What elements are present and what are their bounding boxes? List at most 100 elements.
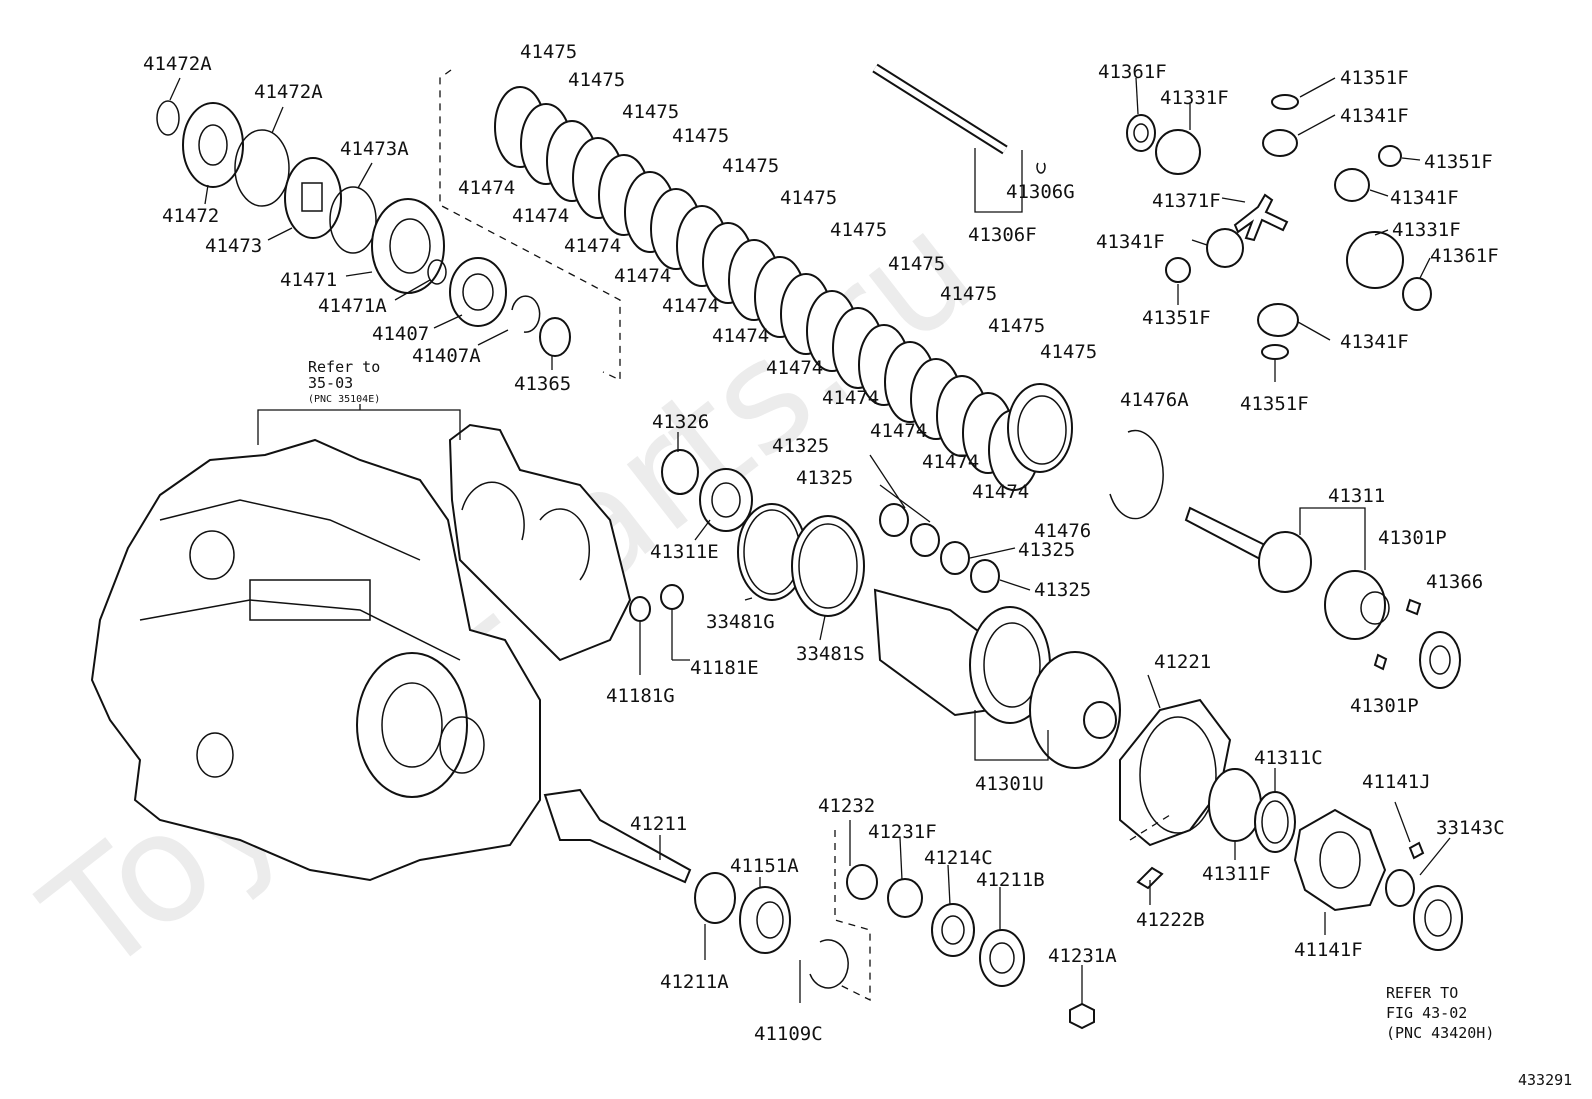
diagram-id: 433291 (1518, 1071, 1572, 1089)
label-41311f: 41311F (1202, 863, 1271, 885)
label-41301u: 41301U (975, 773, 1044, 795)
seal-41472 (182, 102, 244, 188)
snap-ring-41109c (809, 939, 849, 989)
label-41351f-3: 41351F (1142, 307, 1211, 329)
note-refer-top-1: Refer to (308, 358, 380, 376)
bottom-parts (543, 788, 1095, 1030)
gear-41407-hub (462, 273, 494, 311)
washer-41365 (539, 317, 571, 357)
label-41141j: 41141J (1362, 771, 1431, 793)
label-41306f: 41306F (968, 224, 1037, 246)
label-41474-6: 41474 (712, 325, 769, 347)
bearing-41311f (1208, 768, 1262, 842)
label-41231a: 41231A (1048, 945, 1117, 967)
shaft-41306f (872, 63, 1046, 213)
label-41475-7: 41475 (830, 219, 887, 241)
label-41211: 41211 (630, 813, 687, 835)
shaft-41211 (543, 788, 692, 884)
label-41474-7: 41474 (766, 357, 823, 379)
leader-lines (169, 77, 1451, 1004)
label-33481g: 33481G (706, 611, 775, 633)
label-41331f-1: 41331F (1160, 87, 1229, 109)
label-41325-1: 41325 (772, 435, 829, 457)
output-assembly (873, 588, 1463, 951)
label-33481s: 33481S (796, 643, 865, 665)
seal-41472-bore (198, 124, 228, 166)
label-41222b: 41222B (1136, 909, 1205, 931)
label-41326: 41326 (652, 411, 709, 433)
note-refer-top-3: (PNC 35104E) (308, 394, 380, 405)
label-41474-11: 41474 (972, 481, 1029, 503)
label-41151a: 41151A (730, 855, 799, 877)
label-41214c: 41214C (924, 847, 993, 869)
gear-41407 (449, 257, 507, 327)
seal-41326 (661, 449, 699, 495)
label-41109c: 41109C (754, 1023, 823, 1045)
plate-41473 (284, 157, 342, 239)
label-41325-2: 41325 (796, 467, 853, 489)
label-41351f-2: 41351F (1424, 151, 1493, 173)
seal-41311e (699, 468, 753, 532)
label-41475-10: 41475 (988, 315, 1045, 337)
label-41475-8: 41475 (888, 253, 945, 275)
label-41475-5: 41475 (722, 155, 779, 177)
label-41475-4: 41475 (672, 125, 729, 147)
label-41141f: 41141F (1294, 939, 1363, 961)
label-41301p-1: 41301P (1378, 527, 1447, 549)
label-41474-4: 41474 (614, 265, 671, 287)
label-41371f: 41371F (1152, 190, 1221, 212)
label-41471: 41471 (280, 269, 337, 291)
label-41475-3: 41475 (622, 101, 679, 123)
middle-parts (629, 449, 1000, 622)
o-ring-41472a-small (156, 100, 180, 136)
label-41341f-2: 41341F (1390, 187, 1459, 209)
label-41351f-4: 41351F (1240, 393, 1309, 415)
label-41472: 41472 (162, 205, 219, 227)
label-41361f-1: 41361F (1098, 61, 1167, 83)
label-41474-3: 41474 (564, 235, 621, 257)
label-41325-3: 41325 (1018, 539, 1075, 561)
plate-41473-square (301, 182, 323, 212)
label-41311e: 41311E (650, 541, 719, 563)
label-41331f-2: 41331F (1392, 219, 1461, 241)
bearing-stack-group (156, 100, 571, 357)
note-refer-bottom-2: FIG 43-02 (1386, 1004, 1467, 1022)
label-41475-2: 41475 (568, 69, 625, 91)
label-41471a: 41471A (318, 295, 387, 317)
label-41351f-1: 41351F (1340, 67, 1409, 89)
label-41474-5: 41474 (662, 295, 719, 317)
label-41365: 41365 (514, 373, 571, 395)
shaft-41311-group (1184, 506, 1461, 689)
label-41341f-3: 41341F (1096, 231, 1165, 253)
o-ring-41473a (329, 186, 377, 254)
label-41475-1: 41475 (520, 41, 577, 63)
washer-41181g (629, 596, 651, 622)
clutch-pack (494, 86, 1164, 520)
label-41311: 41311 (1328, 485, 1385, 507)
label-41211a: 41211A (660, 971, 729, 993)
label-41232: 41232 (818, 795, 875, 817)
label-41407: 41407 (372, 323, 429, 345)
bearing-41471-inner (389, 218, 431, 274)
label-41475-9: 41475 (940, 283, 997, 305)
label-41476: 41476 (1034, 520, 1091, 542)
bearing-41471 (371, 198, 445, 294)
part-labels: 41472A 41472A 41472 41473A 41473 41471 4… (143, 41, 1572, 1089)
carrier-flange (1029, 651, 1121, 769)
label-41221: 41221 (1154, 651, 1211, 673)
note-refer-bottom-3: (PNC 43420H) (1386, 1024, 1494, 1042)
label-41301p-2: 41301P (1350, 695, 1419, 717)
ring-33481s (791, 515, 865, 617)
bolt-41222b (1136, 866, 1164, 890)
label-41472a-1: 41472A (143, 53, 212, 75)
label-41475-11: 41475 (1040, 341, 1097, 363)
label-41361f-2: 41361F (1430, 245, 1499, 267)
label-41181g: 41181G (606, 685, 675, 707)
label-41366: 41366 (1426, 571, 1483, 593)
label-41474-8: 41474 (822, 387, 879, 409)
bolt-41141j (1408, 841, 1425, 860)
snap-ring-41407a (511, 295, 541, 333)
label-41472a-2: 41472A (254, 81, 323, 103)
label-41306g: 41306G (1006, 181, 1075, 203)
